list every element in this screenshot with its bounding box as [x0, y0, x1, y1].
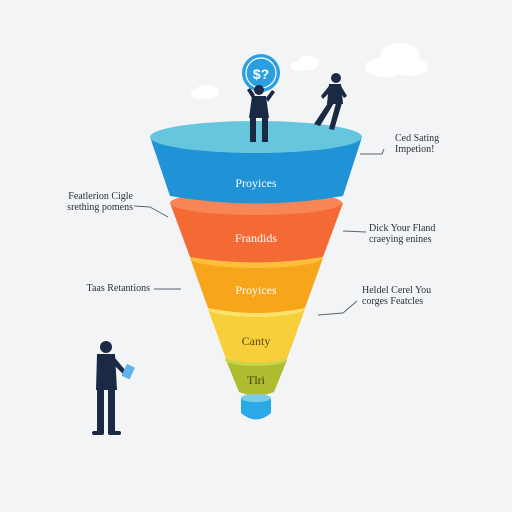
funnel-stage-1-label: Proyices: [235, 176, 277, 190]
annotation-line: Dick Your Fland: [369, 223, 436, 234]
leader-line: [360, 148, 385, 155]
leader-line: [133, 205, 169, 218]
coin-label: $?: [253, 66, 269, 82]
cloud-icon: [191, 85, 219, 99]
coin-icon: $?: [242, 54, 280, 92]
annotation-right-3: Heldel Cerel You corges Featcles: [362, 285, 431, 307]
funnel-stage-2-label: Frandids: [235, 231, 277, 245]
annotation-line: corges Featcles: [362, 296, 424, 307]
businessman-icon: [247, 85, 275, 142]
annotation-left-2: Taas Retantions: [40, 283, 150, 294]
funnel-stage-4-label: Canty: [242, 334, 271, 348]
phone-icon: [121, 364, 135, 380]
annotation-right-1: Ced Sating Impetion!: [395, 133, 439, 155]
running-businessman-icon: [314, 73, 347, 130]
leader-line: [317, 300, 358, 316]
cloud-icon: [291, 56, 319, 71]
funnel-stage-5-label: Tlri: [247, 373, 266, 387]
annotation-line: Impetion!: [395, 144, 435, 155]
annotation-line: Taas Retantions: [86, 283, 150, 294]
leader-line: [342, 230, 367, 233]
annotation-line: Featlerion Cigle: [68, 191, 133, 202]
annotation-right-2: Dick Your Fland craeying enines: [369, 223, 435, 245]
funnel-spout: [241, 394, 271, 420]
annotation-line: Heldel Cerel You: [362, 285, 432, 296]
annotation-line: craeying enines: [369, 234, 432, 245]
annotation-line: Ced Sating: [395, 133, 440, 144]
leader-lines: [133, 148, 385, 316]
annotation-left-1: Featlerion Cigle srething pomens: [30, 191, 133, 213]
funnel-stage-3-label: Proyices: [235, 283, 277, 297]
annotation-line: srething pomens: [67, 202, 133, 213]
cloud-icon: [365, 43, 428, 77]
businessman-with-phone-icon: [92, 341, 135, 435]
